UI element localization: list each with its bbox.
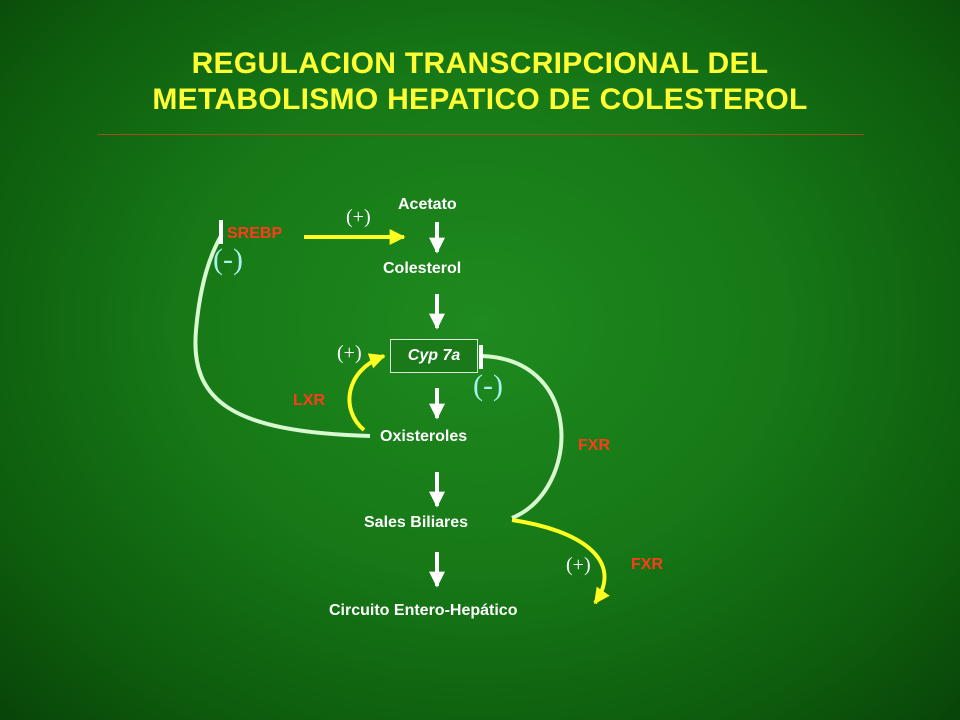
regulator-fxr-bottom: FXR	[631, 556, 663, 573]
regulator-fxr-top: FXR	[578, 437, 610, 454]
node-colesterol: Colesterol	[383, 260, 462, 277]
page-title: REGULACION TRANSCRIPCIONAL DEL METABOLIS…	[0, 46, 960, 118]
node-oxisteroles: Oxisteroles	[380, 428, 468, 445]
regulator-lxr: LXR	[293, 392, 325, 409]
sign-fxr-plus: (+)	[566, 554, 591, 576]
title-line-2: METABOLISMO HEPATICO DE COLESTEROL	[152, 83, 808, 116]
regulator-srebp: SREBP	[227, 225, 283, 242]
inhibition-oxisteroles-srebp	[193, 234, 371, 438]
sign-fxr-minus: (-)	[473, 369, 503, 402]
title-divider	[98, 134, 864, 135]
sign-srebp-minus: (-)	[213, 243, 243, 276]
node-cyp7a-box: Cyp 7a	[390, 339, 478, 373]
node-sales-biliares: Sales Biliares	[364, 514, 469, 531]
arrow-fxr-positive	[511, 518, 610, 605]
title-line-1: REGULACION TRANSCRIPCIONAL DEL	[191, 47, 769, 80]
sign-lxr-plus: (+)	[337, 342, 362, 364]
node-circuito-entero-hepatico: Circuito Entero-Hepático	[329, 602, 518, 619]
sign-srebp-plus: (+)	[346, 206, 371, 228]
node-acetato: Acetato	[398, 196, 457, 213]
arrow-lxr-positive	[347, 353, 386, 432]
node-cyp7a: Cyp 7a	[407, 347, 461, 364]
inhibition-fxr-cyp	[481, 354, 564, 520]
